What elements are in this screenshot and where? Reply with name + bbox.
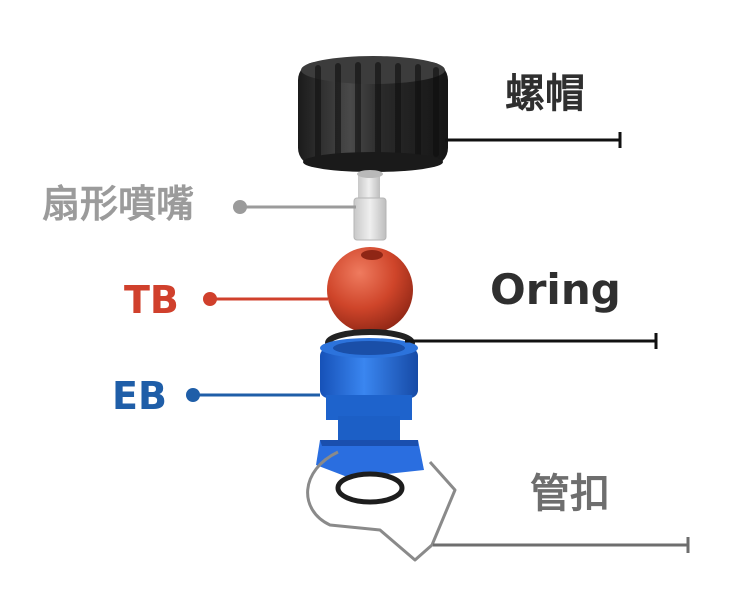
leader-clip <box>433 537 690 553</box>
leader-nozzle <box>233 200 356 214</box>
label-oring: Oring <box>490 265 621 314</box>
cap-knob <box>298 56 448 172</box>
leader-tb <box>203 292 328 306</box>
label-tb: TB <box>124 278 179 322</box>
leader-eb <box>186 388 320 402</box>
pipe-clip <box>306 450 457 562</box>
tb-ball <box>327 247 413 333</box>
label-nozzle: 扇形噴嘴 <box>42 182 195 226</box>
fan-nozzle-part <box>353 170 387 241</box>
leader-oring <box>405 333 658 349</box>
label-clip: 管扣 <box>530 471 610 517</box>
label-eb: EB <box>112 374 167 418</box>
eb-body <box>316 338 424 478</box>
label-cap: 螺帽 <box>505 71 585 117</box>
leader-cap <box>445 132 622 148</box>
